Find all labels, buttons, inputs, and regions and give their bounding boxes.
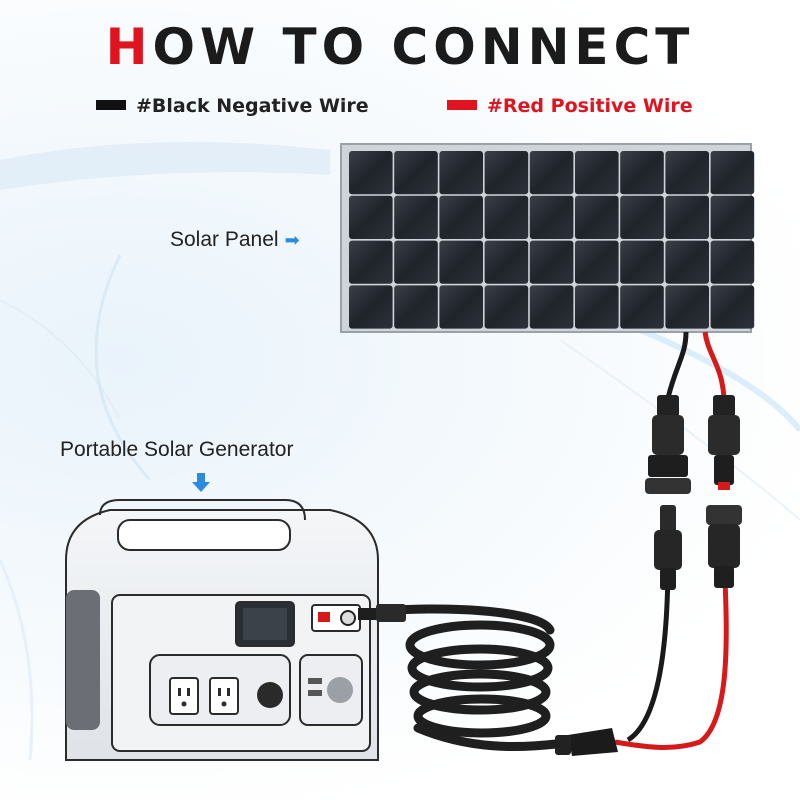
solar-cell	[575, 240, 619, 284]
portable-generator	[65, 499, 379, 761]
solar-cell	[439, 240, 483, 284]
solar-cell	[710, 151, 755, 195]
solar-cell	[349, 195, 393, 239]
mc4-connector-positive	[706, 395, 742, 588]
solar-cell	[665, 151, 709, 195]
legend-red-wire: #Red Positive Wire	[447, 95, 693, 117]
solar-cell	[710, 240, 755, 284]
solar-cell	[575, 285, 619, 329]
arrow-right-icon: ➡	[284, 230, 300, 250]
legend-black-label: #Black Negative Wire	[136, 95, 369, 117]
solar-cell	[439, 285, 483, 329]
solar-cell	[620, 195, 664, 239]
solar-cell	[394, 151, 438, 195]
solar-cell	[484, 240, 529, 284]
page-title: HOW TO CONNECT	[0, 18, 800, 76]
legend-red-label: #Red Positive Wire	[487, 95, 693, 117]
solar-cell	[439, 151, 483, 195]
dc-plug	[358, 604, 406, 622]
solar-cell	[710, 195, 755, 239]
solar-cell	[529, 240, 574, 284]
solar-cell	[710, 285, 755, 329]
solar-cell	[529, 151, 574, 195]
solar-cell	[394, 195, 438, 239]
solar-cell	[439, 195, 483, 239]
solar-cell	[349, 285, 393, 329]
mc4-connector-negative	[645, 395, 691, 590]
solar-cell	[575, 195, 619, 239]
solar-cell	[620, 240, 664, 284]
solar-cell	[484, 151, 529, 195]
solar-cell	[349, 151, 393, 195]
solar-cell	[575, 151, 619, 195]
legend-black-wire: #Black Negative Wire	[96, 95, 369, 117]
solar-cell	[665, 195, 709, 239]
generator-label: Portable Solar Generator	[60, 438, 294, 461]
panel-cells	[349, 151, 755, 329]
solar-cell	[620, 285, 664, 329]
red-swatch-icon	[447, 99, 477, 110]
solar-cell	[394, 285, 438, 329]
solar-panel-label-text: Solar Panel	[170, 228, 279, 251]
solar-panel	[340, 143, 755, 333]
y-splitter	[555, 728, 618, 756]
solar-cell	[620, 151, 664, 195]
arrow-down-icon	[192, 473, 210, 492]
coiled-cable	[367, 604, 561, 752]
solar-cell	[529, 285, 574, 329]
solar-cell	[529, 195, 574, 239]
solar-cell	[665, 240, 709, 284]
black-swatch-icon	[96, 99, 126, 110]
title-rest: OW TO CONNECT	[152, 18, 695, 76]
title-first-letter: H	[105, 18, 153, 76]
solar-cell	[484, 285, 529, 329]
solar-cell	[665, 285, 709, 329]
solar-cell	[484, 195, 529, 239]
solar-cell	[394, 240, 438, 284]
solar-panel-label: Solar Panel➡	[170, 228, 300, 252]
solar-cell	[349, 240, 393, 284]
